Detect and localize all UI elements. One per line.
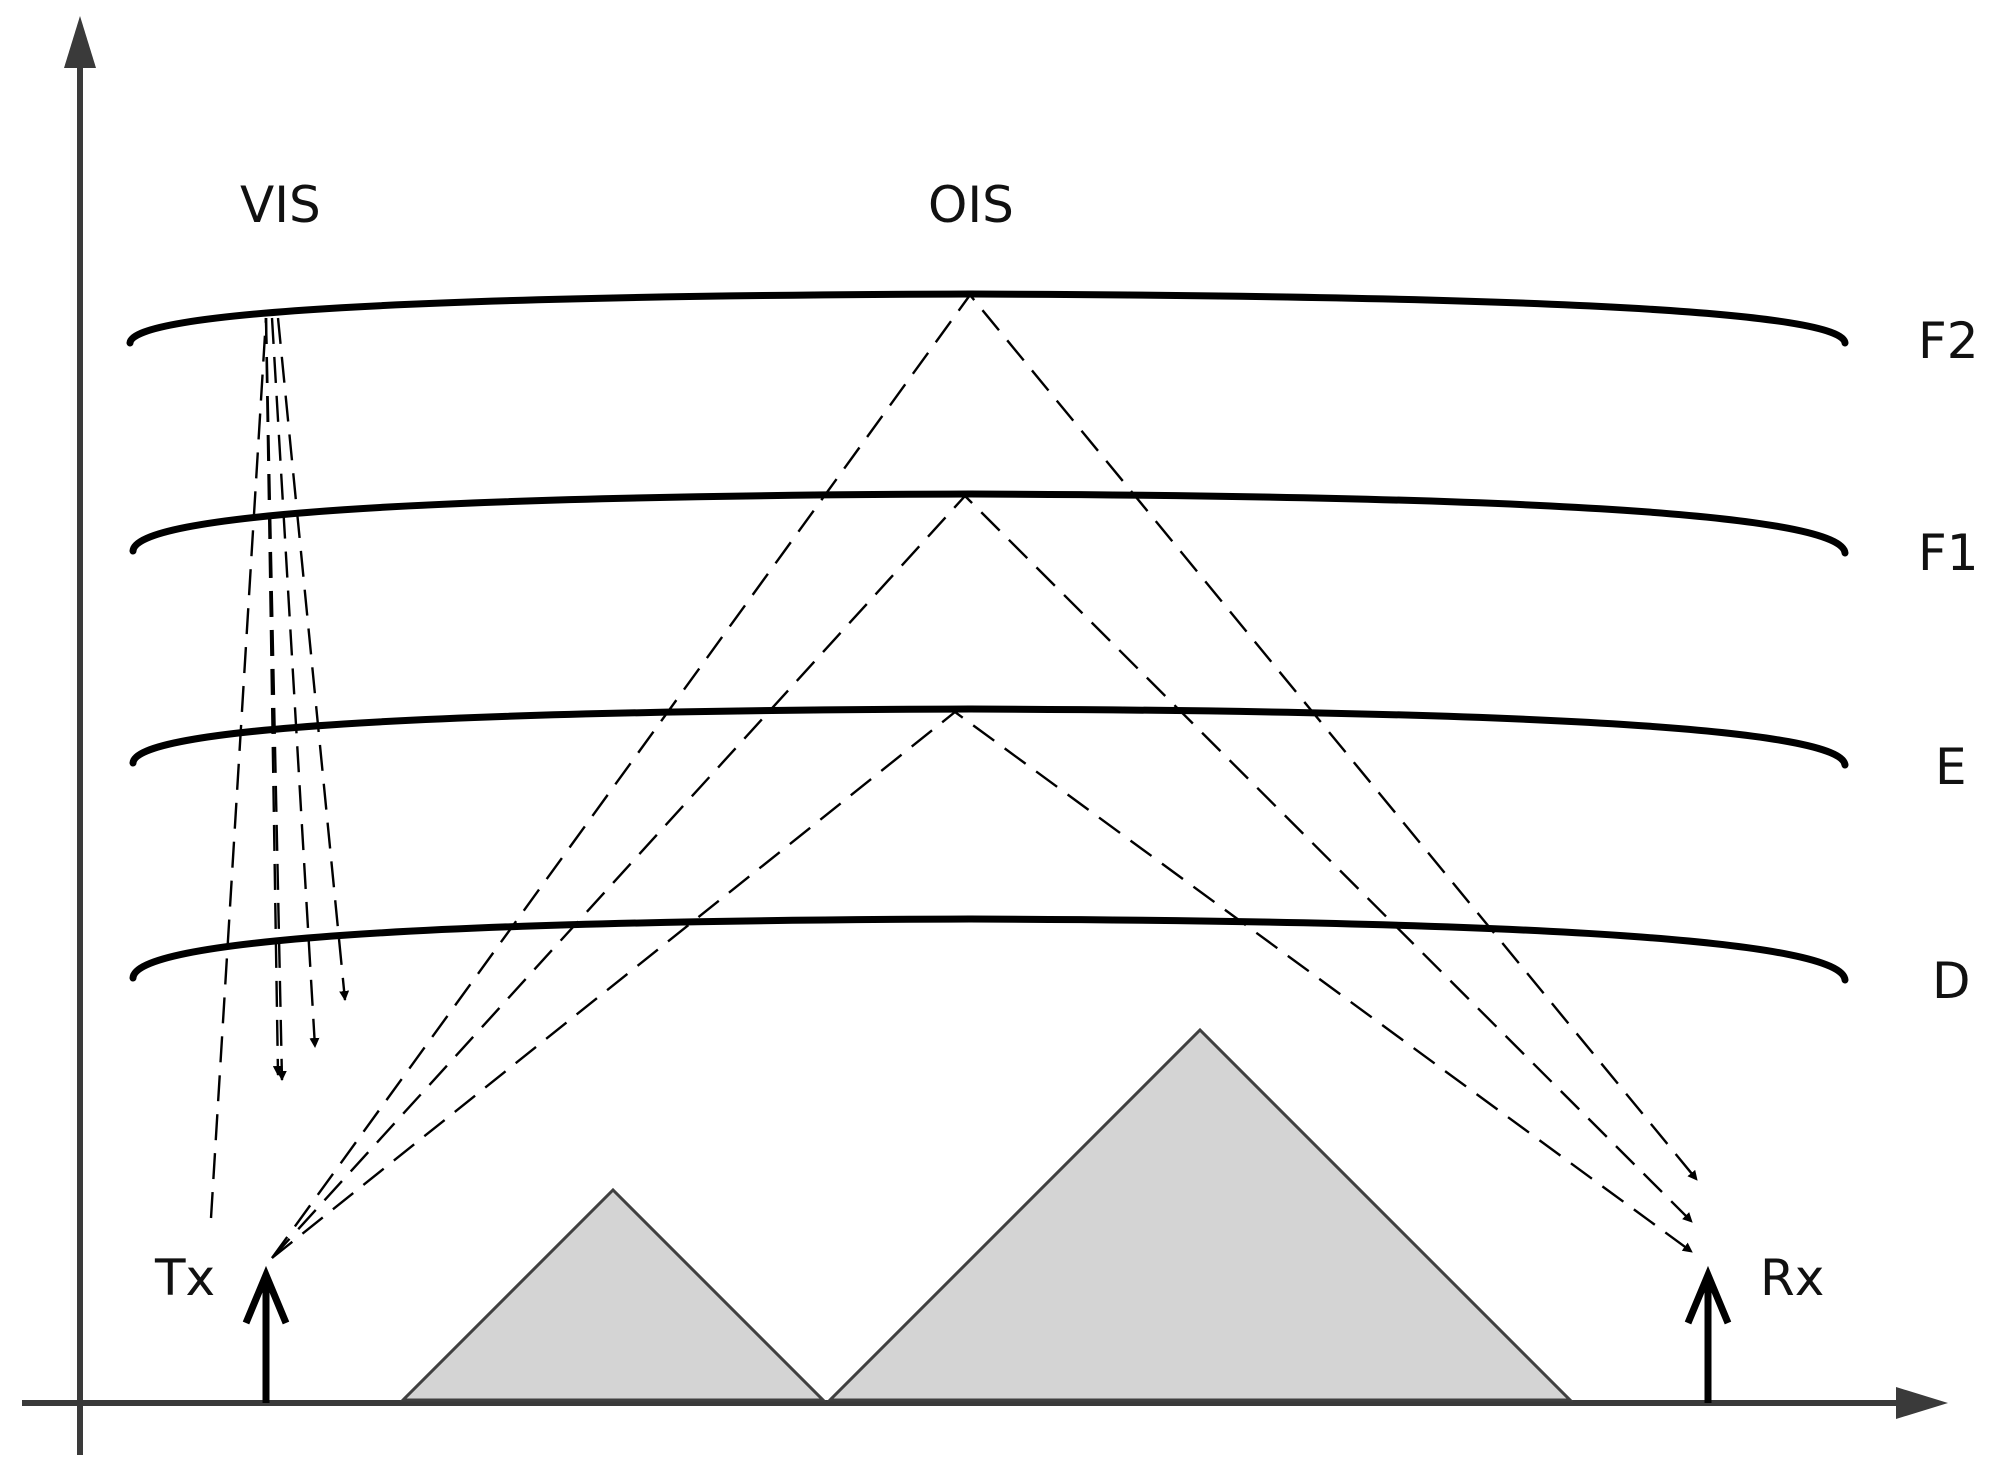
x-axis-arrowhead bbox=[1896, 1387, 1948, 1419]
layer-label-e: E bbox=[1935, 738, 1967, 796]
tx-label: Tx bbox=[154, 1249, 215, 1307]
rx-antenna-icon bbox=[1684, 1265, 1732, 1403]
layer-label-f1: F1 bbox=[1918, 524, 1979, 582]
ois-ray-f1 bbox=[271, 494, 1693, 1259]
layer-d bbox=[129, 915, 1849, 984]
vis-ray-up bbox=[209, 317, 268, 1219]
layer-e bbox=[129, 705, 1849, 769]
small-mountain bbox=[399, 1187, 827, 1402]
large-mountain bbox=[826, 1027, 1574, 1402]
layer-label-d: D bbox=[1932, 952, 1971, 1010]
vis-label: VIS bbox=[240, 176, 321, 234]
vis-ray-down-4 bbox=[276, 317, 350, 1001]
vis-ray-down-2 bbox=[264, 317, 287, 1081]
y-axis-arrowhead bbox=[64, 16, 96, 68]
tx-antenna-icon bbox=[242, 1265, 290, 1403]
ois-label: OIS bbox=[928, 176, 1014, 234]
layer-f2 bbox=[126, 290, 1849, 347]
vis-ray-down-1 bbox=[264, 317, 283, 1076]
vis-ray-down-3 bbox=[270, 317, 320, 1048]
ois-ray-f2 bbox=[271, 293, 1698, 1259]
layer-f1 bbox=[129, 490, 1849, 557]
layer-label-f2: F2 bbox=[1918, 312, 1979, 370]
rx-label: Rx bbox=[1760, 1249, 1824, 1307]
ois-ray-e bbox=[271, 710, 1693, 1259]
